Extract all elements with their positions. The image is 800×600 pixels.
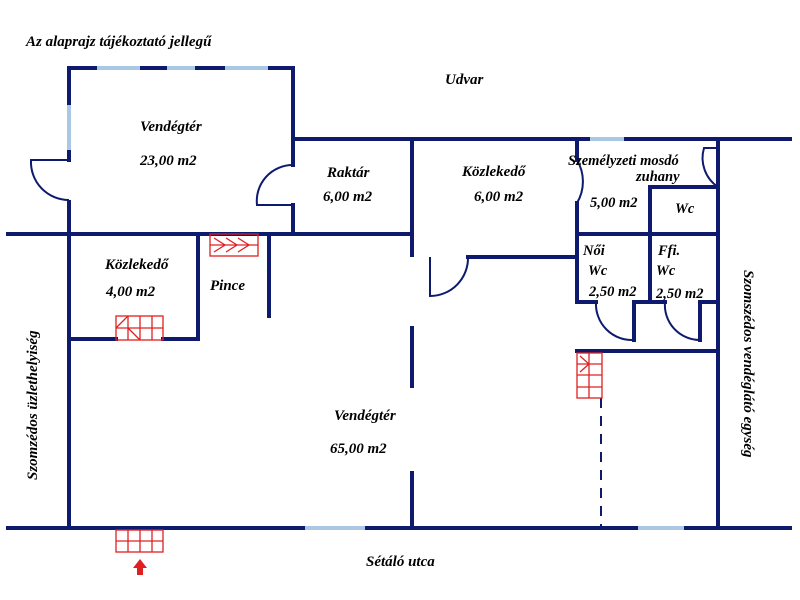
windows [67,66,684,530]
door-swing-icon [701,147,719,188]
room-name: Wc [588,263,608,279]
stairs-icon [115,315,164,341]
stairs-icon [209,233,259,257]
stairs-icon [576,352,603,399]
door-swing-icon [576,159,584,204]
room-name: Vendégtér [334,408,396,424]
room-name: Raktár [326,165,370,181]
door-swing-icon [663,301,701,342]
room-name: Ffi. [657,243,680,259]
room-area: 2,50 m2 [588,284,637,300]
disclaimer-note: Az alaprajz tájékoztató jellegű [25,34,212,50]
door-swing-icon [255,163,294,206]
room-area: 6,00 m2 [323,189,373,205]
street-label: Sétáló utca [366,554,435,570]
door-swing-icon [594,301,635,342]
room-area: 23,00 m2 [139,153,197,169]
courtyard-label: Udvar [445,72,483,88]
room-name: Női [582,243,605,259]
room-name: Közlekedő [104,257,170,273]
room-area: 4,00 m2 [105,284,156,300]
room-name: zuhany [635,169,680,185]
right-neighbor-label: Szomszédos vendéglátó egység [740,270,756,458]
room-area: 5,00 m2 [590,195,638,211]
entrance-arrow-icon [133,559,147,575]
room-area: 65,00 m2 [330,441,387,457]
room-name: Wc [675,201,695,217]
room-name: Wc [656,263,676,279]
door-swing-icon [29,159,70,202]
left-neighbor-label: Szomzédos üzlethelyiség [25,330,41,480]
doors [29,147,719,342]
room-area: 2,50 m2 [655,286,704,302]
room-name: Vendégtér [140,119,202,135]
room-name: Közlekedő [461,164,527,180]
door-swing-icon [429,256,470,298]
room-name: Személyzeti mosdó [568,153,679,169]
room-area: 6,00 m2 [474,189,524,205]
stairs-icon [115,529,164,553]
room-name: Pince [210,278,245,294]
